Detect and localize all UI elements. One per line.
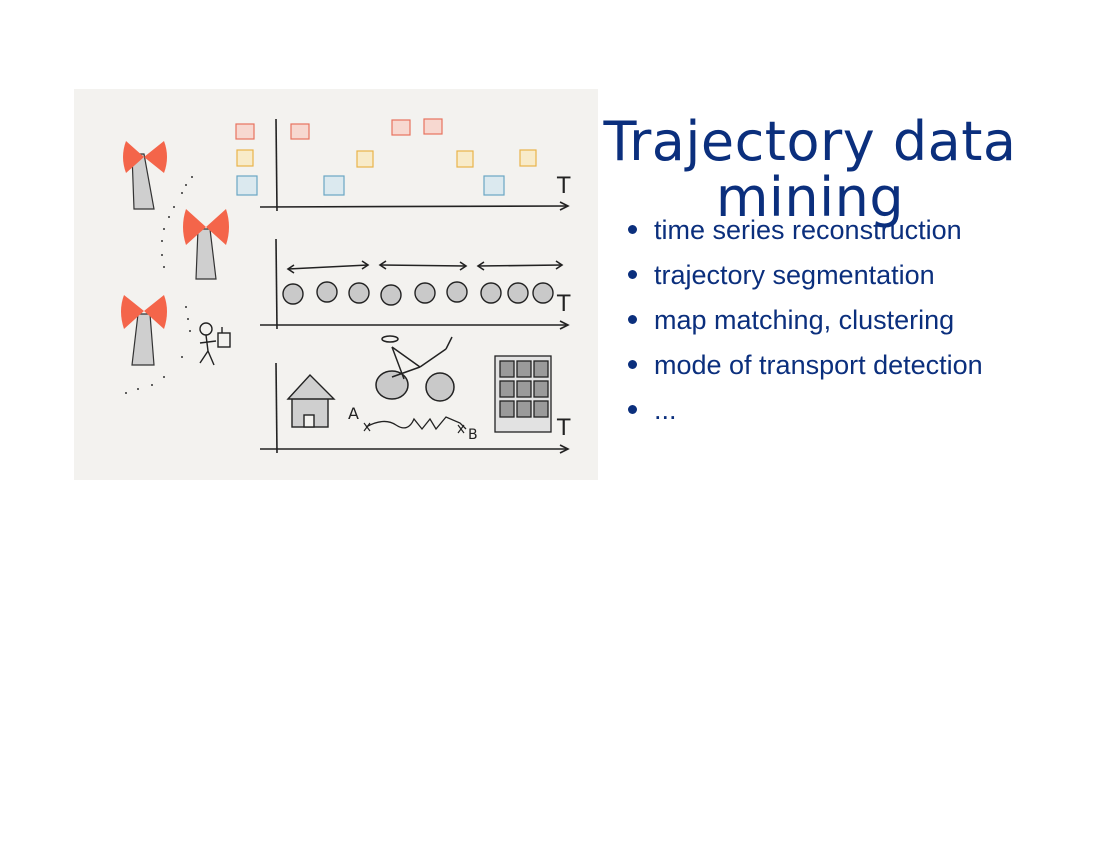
bullet-list: time series reconstruction trajectory se… — [628, 210, 983, 435]
time-axis-label-2: T — [556, 292, 571, 317]
antenna-icon-1 — [123, 141, 167, 210]
trajectory-illustration: T — [74, 89, 598, 480]
building-icon — [494, 355, 552, 433]
dotted-trail — [125, 176, 193, 394]
slide-title: Trajectory data mining — [603, 110, 1017, 230]
bullet-dot-icon — [628, 405, 637, 415]
route-path — [365, 416, 467, 431]
bullet-dot-icon — [628, 270, 637, 280]
point-b-label: B — [468, 427, 478, 443]
observation-squares — [235, 118, 537, 196]
bullet-item: map matching, clustering — [628, 300, 983, 345]
bullet-dot-icon — [628, 360, 637, 370]
segment-circles — [282, 281, 554, 306]
bullet-text: time series reconstruction — [654, 215, 962, 245]
bullet-text: trajectory segmentation — [654, 260, 935, 290]
bullet-item: trajectory segmentation — [628, 255, 983, 300]
house-icon — [286, 373, 336, 428]
antenna-icon-3 — [121, 295, 167, 366]
bullet-dot-icon — [628, 315, 637, 325]
bicycle-icon — [375, 335, 455, 402]
bullet-dot-icon — [628, 225, 637, 235]
person-icon — [199, 322, 231, 366]
time-axis-label-3: T — [556, 416, 571, 441]
bullet-item: mode of transport detection — [628, 345, 983, 390]
bullet-text: map matching, clustering — [654, 305, 955, 335]
point-a-label: A — [348, 404, 359, 423]
route-markers — [363, 422, 465, 434]
bullet-text: ... — [654, 395, 677, 425]
bullet-item: time series reconstruction — [628, 210, 983, 255]
time-axis-label-1: T — [556, 174, 571, 199]
antenna-icon-2 — [183, 209, 229, 280]
bullet-text: mode of transport detection — [654, 350, 983, 380]
bullet-item: ... — [628, 390, 983, 435]
